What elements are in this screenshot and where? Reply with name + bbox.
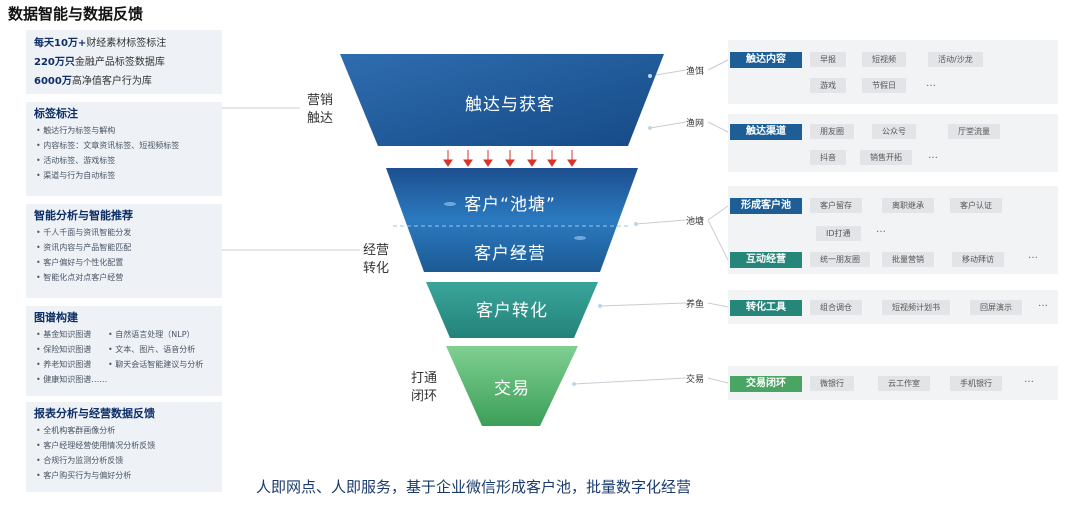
list-item: 健康知识图谱…… xyxy=(26,372,107,387)
chip[interactable]: 手机银行 xyxy=(950,376,1002,391)
list-item: 内容标签：文章资讯标签、短视频标签 xyxy=(26,138,222,153)
list-item: 养老知识图谱 xyxy=(26,357,98,372)
page-title: 数据智能与数据反馈 xyxy=(8,5,144,23)
stat-1: 每天10万+财经素材标签标注 xyxy=(34,38,167,49)
chip[interactable]: 统一朋友圈 xyxy=(810,252,870,267)
side-tag-trade: 交易 xyxy=(686,375,705,385)
group-head: 形成客户池 xyxy=(730,198,802,214)
more-indicator: … xyxy=(1038,298,1048,309)
list-item: 基金知识图谱 xyxy=(26,327,98,342)
funnel-stage-reach xyxy=(340,54,664,146)
list-item: 千人千面与资讯智能分发 xyxy=(26,225,222,240)
funnel-stage-pool xyxy=(386,168,638,272)
stats-box: 每天10万+财经素材标签标注 220万只金融产品标签数据库 6000万高净值客户… xyxy=(26,30,222,94)
chip[interactable]: 回屏演示 xyxy=(970,300,1022,315)
more-indicator: … xyxy=(1024,374,1034,385)
chip[interactable]: 离职继承 xyxy=(882,198,934,213)
list-item: 客户经理经营使用情况分析反馈 xyxy=(26,438,222,453)
list-item: 保险知识图谱 xyxy=(26,342,98,357)
funnel-label-convert: 客户转化 xyxy=(476,301,548,321)
side-tag-net: 渔网 xyxy=(686,119,705,129)
group-trade: 交易闭环 微银行 云工作室 手机银行 … xyxy=(728,366,1058,400)
connector-dots xyxy=(572,74,652,386)
funnel-label-operate: 客户经营 xyxy=(474,244,546,264)
section-title: 报表分析与经营数据反馈 xyxy=(34,407,155,420)
funnel-label-pool: 客户“池塘” xyxy=(464,195,556,215)
phase-label-loop: 打通 闭环 xyxy=(410,371,437,404)
chip[interactable]: 厅堂流量 xyxy=(948,124,1000,139)
bottom-caption: 人即网点、人即服务，基于企业微信形成客户池，批量数字化经营 xyxy=(256,478,692,496)
chip[interactable]: 销售开拓 xyxy=(860,150,912,165)
section-analysis: 智能分析与智能推荐 千人千面与资讯智能分发 资讯内容与产品智能匹配 客户偏好与个… xyxy=(26,204,222,298)
group-head: 交易闭环 xyxy=(730,376,802,392)
list-item: 智能化点对点客户经营 xyxy=(26,270,222,285)
group-head: 互动经营 xyxy=(730,252,802,268)
section-title: 图谱构建 xyxy=(34,311,78,324)
group-reach-content: 触达内容 早报 短视频 活动/沙龙 游戏 节假日 … xyxy=(728,40,1058,104)
chip[interactable]: 抖音 xyxy=(810,150,846,165)
chip[interactable]: 活动/沙龙 xyxy=(928,52,983,67)
group-head: 触达渠道 xyxy=(730,124,802,140)
list-item: 文本、图片、语音分析 xyxy=(98,342,218,357)
chip[interactable]: 微银行 xyxy=(810,376,854,391)
stat-3: 6000万高净值客户行为库 xyxy=(34,76,152,87)
list-item: 全机构客群画像分析 xyxy=(26,423,222,438)
group-convert: 转化工具 组合调仓 短视频计划书 回屏演示 … xyxy=(728,290,1058,324)
list-item: 聊天会话智能建议与分析 xyxy=(98,357,218,372)
section-title: 标签标注 xyxy=(34,107,78,120)
list-item: 活动标签、游戏标签 xyxy=(26,153,222,168)
chip[interactable]: 朋友圈 xyxy=(810,124,854,139)
stat-2: 220万只金融产品标签数据库 xyxy=(34,57,165,68)
list-item: 自然语言处理（NLP） xyxy=(98,327,218,342)
group-pool: 形成客户池 客户留存 离职继承 客户认证 ID打通 … 互动经营 统一朋友圈 批… xyxy=(728,186,1058,274)
section-tagging: 标签标注 触达行为标签与解构 内容标签：文章资讯标签、短视频标签 活动标签、游戏… xyxy=(26,102,222,196)
down-arrows xyxy=(443,150,577,167)
chip[interactable]: 客户留存 xyxy=(810,198,862,213)
more-indicator: … xyxy=(876,224,886,235)
chip[interactable]: 节假日 xyxy=(862,78,906,93)
chip[interactable]: 组合调仓 xyxy=(810,300,862,315)
group-head: 转化工具 xyxy=(730,300,802,316)
list-item: 合规行为监测分析反馈 xyxy=(26,453,222,468)
section-report: 报表分析与经营数据反馈 全机构客群画像分析 客户经理经营使用情况分析反馈 合规行… xyxy=(26,402,222,492)
chip[interactable]: 短视频 xyxy=(862,52,906,67)
list-item: 资讯内容与产品智能匹配 xyxy=(26,240,222,255)
funnel-stage-convert xyxy=(426,282,598,338)
group-reach-channel: 触达渠道 朋友圈 公众号 厅堂流量 抖音 销售开拓 … xyxy=(728,114,1058,172)
funnel-stage-trade xyxy=(446,346,578,426)
phase-label-marketing: 营销 触达 xyxy=(306,93,333,126)
chip[interactable]: ID打通 xyxy=(816,226,861,241)
chip[interactable]: 短视频计划书 xyxy=(882,300,950,315)
funnel-label-trade: 交易 xyxy=(494,379,530,399)
side-tag-bait: 渔饵 xyxy=(686,67,705,77)
list-item: 客户偏好与个性化配置 xyxy=(26,255,222,270)
chip[interactable]: 批量营销 xyxy=(882,252,934,267)
side-tag-pond: 池塘 xyxy=(686,217,705,227)
chip[interactable]: 客户认证 xyxy=(950,198,1002,213)
chip[interactable]: 游戏 xyxy=(810,78,846,93)
funnel-label-reach: 触达与获客 xyxy=(465,95,555,115)
list-item: 客户购买行为与偏好分析 xyxy=(26,468,222,483)
more-indicator: … xyxy=(928,150,938,161)
more-indicator: … xyxy=(926,78,936,89)
chip[interactable]: 云工作室 xyxy=(878,376,930,391)
list-item: 渠道与行为自动标签 xyxy=(26,168,222,183)
list-item: 触达行为标签与解构 xyxy=(26,123,222,138)
section-graph: 图谱构建 基金知识图谱 保险知识图谱 养老知识图谱 健康知识图谱…… 自然语言处… xyxy=(26,306,222,396)
more-indicator: … xyxy=(1028,250,1038,261)
group-head: 触达内容 xyxy=(730,52,802,68)
chip[interactable]: 公众号 xyxy=(872,124,916,139)
chip[interactable]: 早报 xyxy=(810,52,846,67)
section-title: 智能分析与智能推荐 xyxy=(34,209,133,222)
left-panel: 每天10万+财经素材标签标注 220万只金融产品标签数据库 6000万高净值客户… xyxy=(26,30,222,496)
phase-label-operate: 经营 转化 xyxy=(362,243,389,276)
chip[interactable]: 移动拜访 xyxy=(952,252,1004,267)
side-tag-raise: 养鱼 xyxy=(686,300,705,310)
